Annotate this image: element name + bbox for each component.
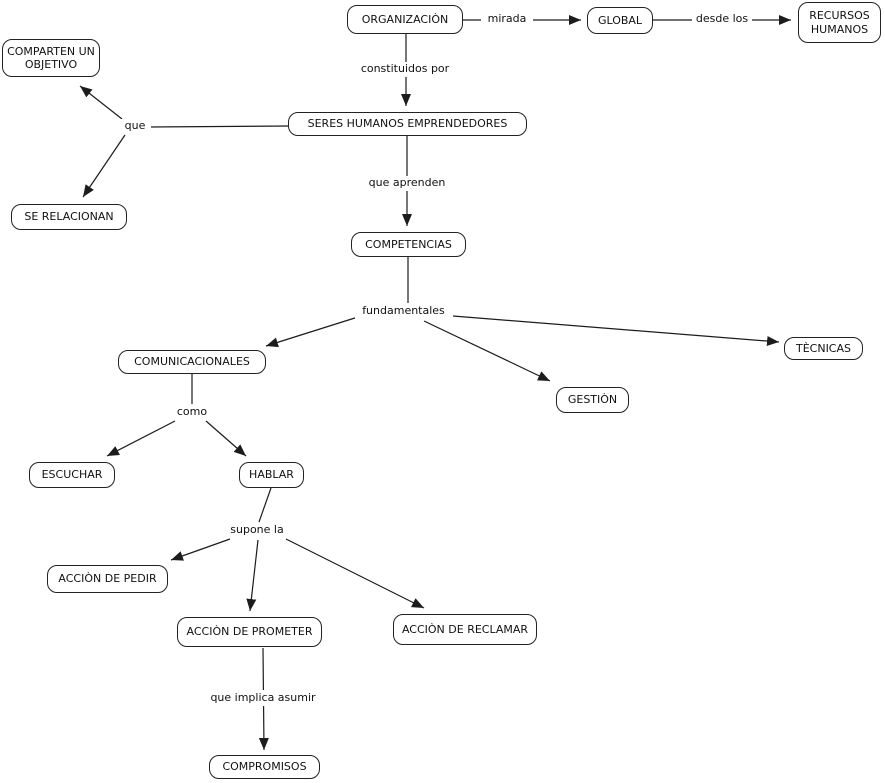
node-global[interactable]: GLOBAL bbox=[587, 7, 653, 34]
node-comunicacionales[interactable]: COMUNICACIONALES bbox=[118, 350, 266, 374]
edge-fundamentales-comunicacionales bbox=[265, 316, 359, 348]
edge-supone-la-accion-pedir bbox=[170, 538, 231, 561]
node-gestion[interactable]: GESTIÒN bbox=[556, 387, 629, 413]
edge-como-escuchar bbox=[106, 420, 176, 457]
node-accion-de-pedir[interactable]: ACCIÒN DE PEDIR bbox=[47, 565, 168, 593]
node-compromisos[interactable]: COMPROMISOS bbox=[209, 755, 320, 779]
edge-fundamentales-tecnicas bbox=[452, 315, 780, 347]
edge-hablar-supone-la bbox=[258, 487, 272, 523]
node-competencias[interactable]: COMPETENCIAS bbox=[351, 232, 466, 257]
link-label-fundamentales[interactable]: fundamentales bbox=[355, 304, 452, 319]
node-comparten-un-objetivo[interactable]: COMPARTEN UN OBJETIVO bbox=[2, 39, 100, 77]
link-label-desde-los[interactable]: desde los bbox=[692, 12, 752, 27]
node-seres-humanos-emprendedores[interactable]: SERES HUMANOS EMPRENDEDORES bbox=[288, 112, 527, 136]
node-recursos-humanos[interactable]: RECURSOS HUMANOS bbox=[798, 2, 881, 43]
link-label-constituidos-por[interactable]: constituidos por bbox=[355, 62, 455, 77]
edge-supone-la-accion-reclamar bbox=[285, 538, 425, 609]
node-accion-de-prometer[interactable]: ACCIÒN DE PROMETER bbox=[177, 617, 322, 647]
node-tecnicas[interactable]: TÈCNICAS bbox=[784, 337, 863, 360]
link-label-que[interactable]: que bbox=[119, 119, 151, 134]
node-escuchar[interactable]: ESCUCHAR bbox=[29, 462, 115, 488]
edge-que-comparten bbox=[79, 85, 123, 120]
edge-fundamentales-gestion bbox=[423, 320, 551, 382]
link-label-mirada[interactable]: mirada bbox=[481, 12, 533, 27]
edge-seres-humanos-que bbox=[147, 125, 290, 128]
link-label-que-implica-asumir[interactable]: que implica asumir bbox=[202, 690, 324, 706]
node-hablar[interactable]: HABLAR bbox=[239, 462, 304, 488]
link-label-supone-la[interactable]: supone la bbox=[226, 523, 288, 538]
edge-como-hablar bbox=[205, 420, 247, 457]
edge-que-se-relacionan bbox=[82, 134, 126, 198]
edge-supone-la-accion-prometer bbox=[246, 539, 259, 612]
node-accion-de-reclamar[interactable]: ACCIÒN DE RECLAMAR bbox=[393, 614, 537, 645]
node-organizacion[interactable]: ORGANIZACIÒN bbox=[347, 5, 463, 34]
link-label-que-aprenden[interactable]: que aprenden bbox=[362, 176, 452, 191]
node-se-relacionan[interactable]: SE RELACIONAN bbox=[11, 204, 127, 230]
link-label-como[interactable]: como bbox=[172, 405, 212, 420]
